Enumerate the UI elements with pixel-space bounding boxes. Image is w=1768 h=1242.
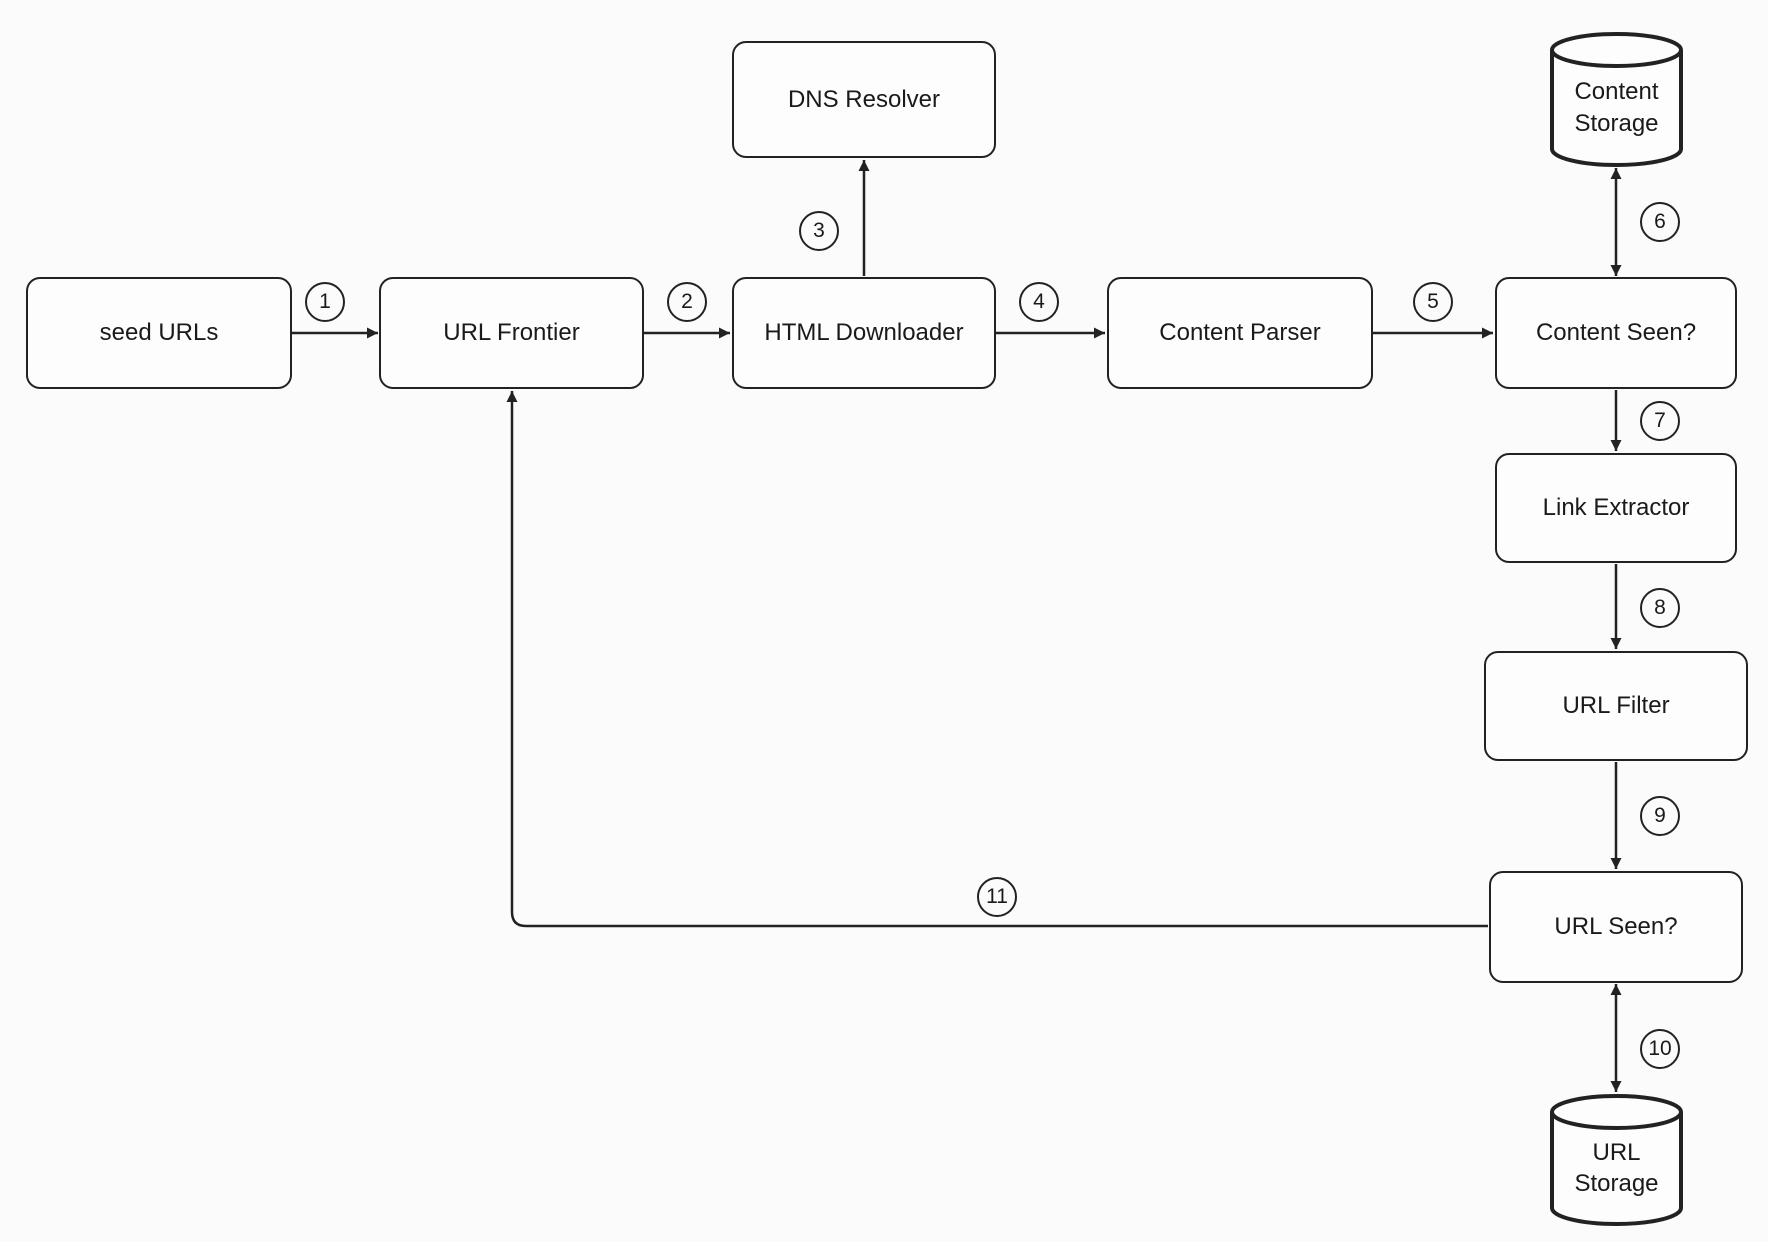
content-parser-node[interactable]: Content Parser [1107,277,1373,389]
step-marker-1: 1 [305,282,345,322]
content-storage-label: Content Storage [1574,78,1659,137]
database-icon [1550,1094,1683,1226]
step-marker-10: 10 [1640,1029,1680,1069]
edge-url-seen-to-frontier [506,391,1488,928]
step-marker-7: 7 [1640,401,1680,441]
step-marker-3: 3 [799,211,839,251]
content-storage-node[interactable]: Content Storage [1550,32,1683,167]
url-storage-node[interactable]: URL Storage [1550,1094,1683,1226]
url-seen-node[interactable]: URL Seen? [1489,871,1743,983]
url-frontier-node[interactable]: URL Frontier [379,277,644,389]
step-marker-6: 6 [1640,202,1680,242]
url-storage-label: URL Storage [1574,1138,1659,1197]
step-marker-2: 2 [667,282,707,322]
step-marker-4: 4 [1019,282,1059,322]
database-icon [1550,32,1683,167]
link-extractor-node[interactable]: Link Extractor [1495,453,1737,563]
step-marker-11: 11 [977,877,1017,917]
content-seen-node[interactable]: Content Seen? [1495,277,1737,389]
step-marker-8: 8 [1640,588,1680,628]
step-marker-9: 9 [1640,796,1680,836]
html-downloader-node[interactable]: HTML Downloader [732,277,996,389]
url-filter-node[interactable]: URL Filter [1484,651,1748,761]
seed-urls-node[interactable]: seed URLs [26,277,292,389]
step-marker-5: 5 [1413,282,1453,322]
dns-resolver-node[interactable]: DNS Resolver [732,41,996,158]
